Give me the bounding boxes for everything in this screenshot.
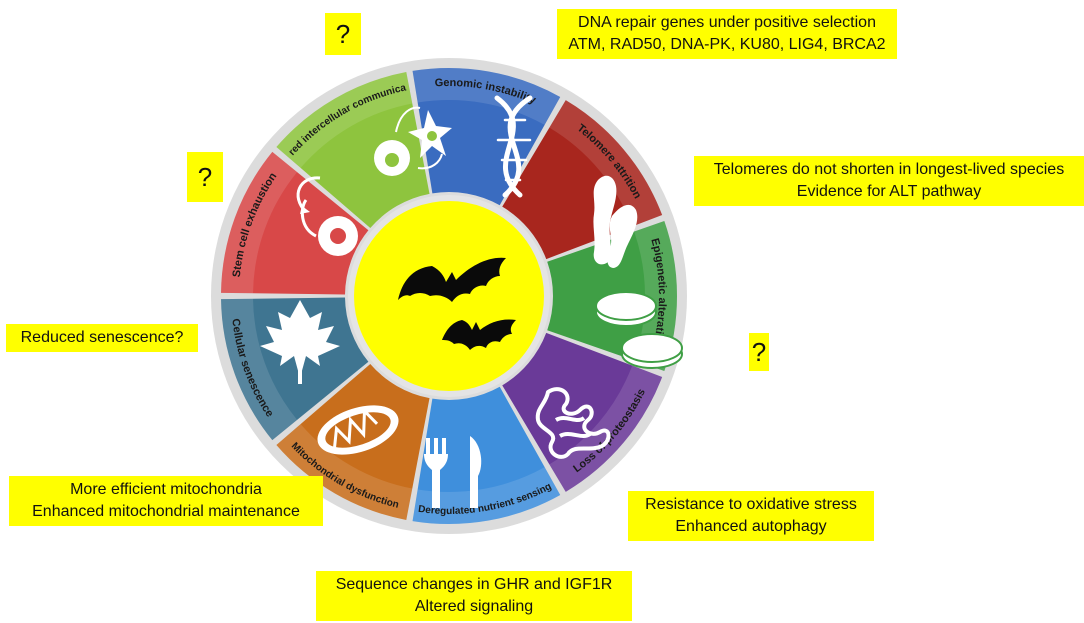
hallmark-band bbox=[549, 100, 663, 227]
chromosome-icon bbox=[593, 175, 638, 268]
mitochondrial-dysfunction-note: More efficient mitochondria Enhanced mit… bbox=[9, 476, 323, 526]
dna-helix-icon bbox=[494, 95, 533, 198]
telomere-note-line1: Telomeres do not shorten in longest-live… bbox=[713, 161, 1065, 178]
telomere-attrition-note: Telomeres do not shorten in longest-live… bbox=[694, 156, 1084, 206]
proteostasis-note-line2: Enhanced autophagy bbox=[675, 518, 827, 535]
mitochondria-note-line2: Enhanced mitochondrial maintenance bbox=[32, 503, 300, 520]
intercellular-question-mark: ? bbox=[325, 13, 361, 55]
mitochondrion-icon bbox=[317, 405, 399, 455]
hallmark-segment bbox=[221, 151, 369, 295]
hallmark-segments bbox=[221, 68, 677, 524]
hallmark-band bbox=[276, 72, 413, 168]
nutrient-sensing-note: Sequence changes in GHR and IGF1R Altere… bbox=[316, 571, 632, 621]
leaf-icon bbox=[260, 300, 340, 384]
epigenetic-question-mark: ? bbox=[749, 333, 769, 371]
hallmark-band bbox=[412, 68, 561, 125]
fork-knife-icon bbox=[424, 436, 482, 508]
nutrient-note-line1: Sequence changes in GHR and IGF1R bbox=[335, 576, 613, 593]
hallmark-band bbox=[221, 151, 298, 294]
bats-icon bbox=[398, 257, 516, 350]
telomere-note-line2: Evidence for ALT pathway bbox=[796, 183, 982, 200]
hallmark-segment bbox=[502, 332, 663, 492]
cell-signaling-icon bbox=[374, 106, 452, 176]
proteostasis-note: Resistance to oxidative stress Enhanced … bbox=[628, 491, 874, 541]
genomic-instability-note: DNA repair genes under positive selectio… bbox=[557, 9, 897, 59]
proteostasis-note-line1: Resistance to oxidative stress bbox=[645, 496, 857, 513]
genomic-note-line1: DNA repair genes under positive selectio… bbox=[578, 14, 876, 31]
hallmark-segment bbox=[221, 297, 369, 441]
nucleosome-icon bbox=[595, 291, 683, 369]
hallmark-band bbox=[276, 424, 413, 520]
nutrient-note-line2: Altered signaling bbox=[414, 598, 534, 615]
hallmark-band bbox=[221, 298, 298, 441]
cellular-senescence-note: Reduced senescence? bbox=[6, 324, 198, 352]
hallmark-segment bbox=[412, 386, 561, 524]
senescence-note-line1: Reduced senescence? bbox=[20, 329, 184, 346]
stem-cell-question-mark: ? bbox=[187, 152, 223, 202]
protein-icon bbox=[535, 387, 611, 459]
mitochondria-note-line1: More efficient mitochondria bbox=[70, 481, 262, 498]
hallmark-band bbox=[412, 467, 561, 524]
hallmark-segment bbox=[276, 72, 430, 229]
genomic-note-line2: ATM, RAD50, DNA-PK, KU80, LIG4, BRCA2 bbox=[568, 36, 886, 53]
stem-cell-icon bbox=[296, 176, 358, 256]
